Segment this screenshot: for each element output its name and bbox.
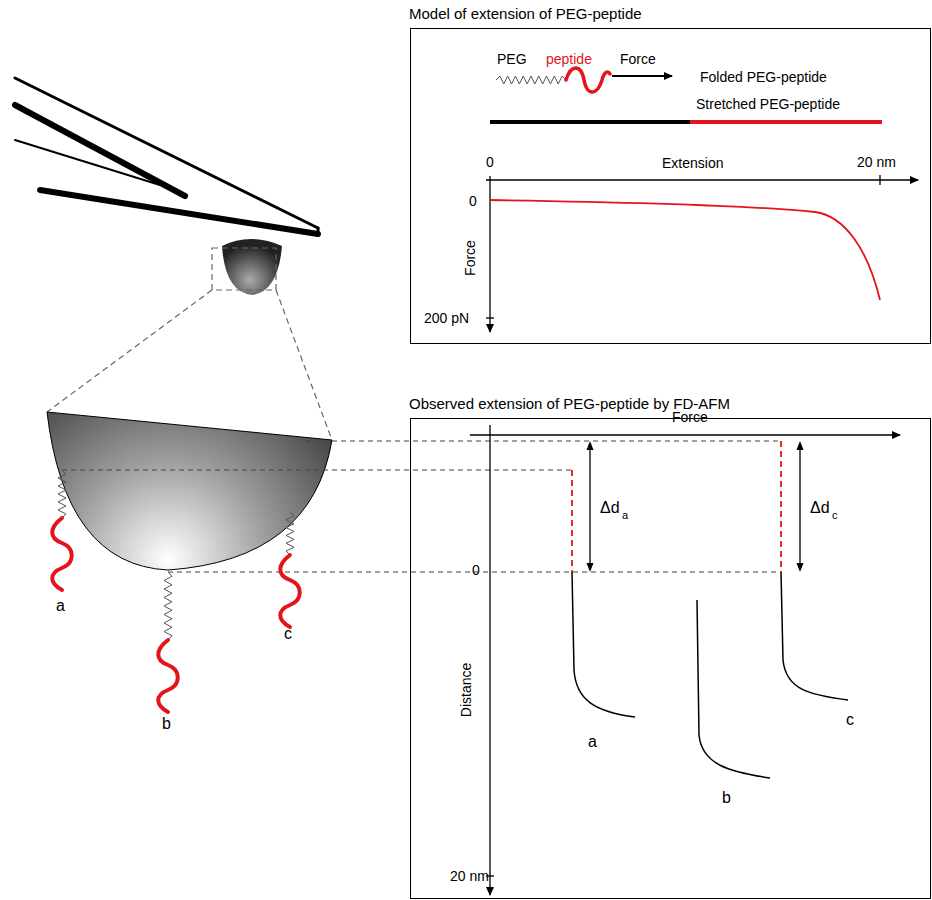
axis-title: Force — [672, 410, 708, 424]
axis-title: Distance — [459, 663, 473, 717]
chain-letter: c — [284, 626, 292, 642]
observed-plot — [470, 425, 900, 895]
state-label: Folded PEG-peptide — [700, 70, 827, 84]
plot-panel: Model of extension of PEG-peptide — [410, 28, 931, 344]
peptides — [52, 68, 610, 712]
state-label: Stretched PEG-peptide — [696, 97, 840, 111]
delta-subscript: a — [622, 510, 628, 521]
delta-label: Δd — [600, 500, 620, 516]
axis-tick: 20 nm — [450, 869, 489, 883]
axis-tick: 0 — [469, 194, 477, 208]
panel-title: Model of extension of PEG-peptide — [409, 5, 642, 22]
chain-part: PEG — [497, 52, 527, 66]
curve-letter: b — [722, 790, 731, 806]
axis-tick: 0 — [472, 563, 480, 577]
zoom-box — [212, 248, 276, 290]
peg-spring — [58, 470, 66, 518]
plot-panel: Observed extension of PEG-peptide by FD-… — [410, 418, 931, 899]
axis-tick: 0 — [486, 155, 494, 169]
peg-spring — [164, 572, 172, 640]
chain-letter: b — [162, 716, 171, 732]
delta-subscript: c — [832, 510, 838, 521]
axis-title: Force — [463, 240, 477, 276]
curve-letter: a — [588, 734, 597, 750]
guide-lines — [62, 441, 781, 572]
model-plot — [486, 76, 918, 332]
zoom-line — [47, 290, 212, 412]
peg-spring — [496, 76, 566, 84]
zoom-line — [276, 290, 332, 440]
force-label: Force — [620, 52, 656, 66]
chain-part: peptide — [546, 52, 592, 66]
curve-letter: c — [846, 712, 854, 728]
cantilever — [15, 78, 318, 234]
axis-tick: 200 pN — [424, 311, 469, 325]
axis-title: Extension — [662, 156, 723, 170]
delta-label: Δd — [810, 500, 830, 516]
axis-tick: 20 nm — [857, 155, 896, 169]
zoomed-tip — [47, 412, 332, 570]
chain-letter: a — [56, 598, 65, 614]
peg-spring — [286, 512, 294, 555]
